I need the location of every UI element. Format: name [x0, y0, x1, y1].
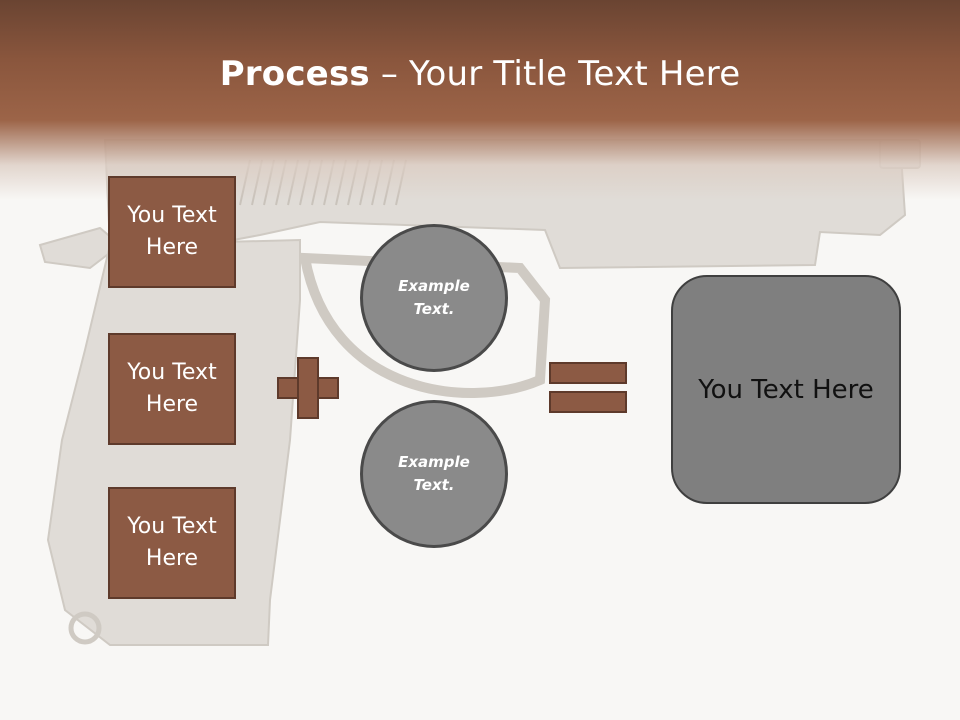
example-circle-2[interactable]: Example Text.: [360, 400, 508, 548]
example-circle-2-label: Example Text.: [398, 453, 470, 494]
result-box[interactable]: You Text Here: [671, 275, 901, 504]
title-band: [0, 0, 960, 200]
text-box-3-label: You Text Here: [127, 514, 217, 571]
slide-title[interactable]: Process – Your Title Text Here: [0, 52, 960, 96]
text-box-2-label: You Text Here: [127, 360, 217, 417]
example-circle-1[interactable]: Example Text.: [360, 224, 508, 372]
text-box-1-label: You Text Here: [127, 203, 217, 260]
result-box-label: You Text Here: [698, 374, 874, 405]
text-box-3[interactable]: You Text Here: [108, 487, 236, 599]
example-circle-1-label: Example Text.: [398, 277, 470, 318]
text-box-1[interactable]: You Text Here: [108, 176, 236, 288]
title-rest: – Your Title Text Here: [369, 54, 741, 94]
title-strong: Process: [219, 54, 370, 94]
text-box-2[interactable]: You Text Here: [108, 333, 236, 445]
